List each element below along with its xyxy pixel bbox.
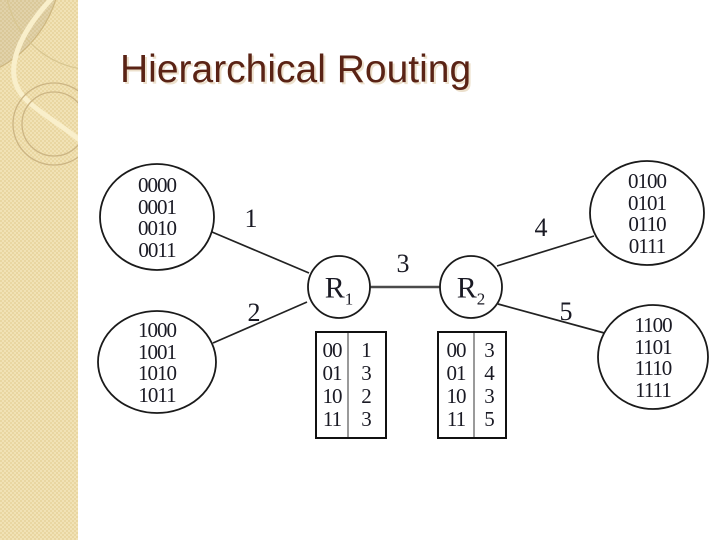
decor-ring-outer — [12, 82, 78, 166]
network-addresses-top-right: 0100 0101 0110 0111 — [590, 169, 704, 258]
link-label-3: 3 — [396, 249, 410, 278]
router-label-r2: R2 — [456, 271, 486, 309]
port-cell: 4 — [484, 361, 495, 385]
table-row: 11 3 — [317, 407, 385, 431]
address: 0111 — [628, 233, 666, 258]
router-label-r1: R1 — [324, 271, 354, 309]
prefix-cell: 00 — [446, 338, 467, 362]
router-circle-r2 — [439, 255, 503, 319]
routing-table-r2: 00 3 01 4 10 3 11 5 — [437, 331, 507, 439]
prefix-cell: 11 — [322, 407, 342, 431]
address: 0000 — [138, 173, 177, 197]
network-ellipse-bottom-left — [97, 310, 217, 414]
address: 1100 — [634, 313, 672, 337]
address: 1110 — [634, 356, 672, 380]
prefix-cell: 01 — [446, 361, 467, 385]
address: 0101 — [628, 190, 667, 215]
table-row: 00 1 — [317, 338, 385, 362]
table-divider — [347, 333, 349, 437]
port-cell: 3 — [361, 407, 372, 431]
link-label-5: 5 — [559, 297, 573, 326]
decor-cream-arc — [11, 0, 78, 143]
port-cell: 3 — [484, 384, 495, 408]
network-ellipse-top-right — [589, 160, 705, 266]
link-line-5 — [497, 303, 609, 335]
sidebar-circles-art — [0, 0, 78, 166]
network-addresses-top-left: 0000 0001 0010 0011 — [100, 173, 214, 262]
router-subscript: 2 — [476, 289, 486, 309]
address: 0100 — [628, 169, 667, 193]
table-row: 00 3 — [439, 338, 505, 362]
table-row: 10 3 — [439, 384, 505, 408]
address: 1011 — [138, 382, 176, 407]
address: 1111 — [635, 377, 672, 402]
address: 0001 — [138, 194, 177, 219]
port-cell: 2 — [361, 384, 372, 408]
table-divider — [473, 333, 475, 437]
router-circle-r1 — [307, 255, 371, 319]
table-row: 11 5 — [439, 407, 505, 431]
port-cell: 3 — [361, 361, 372, 385]
router-name: R — [324, 271, 345, 305]
address: 1010 — [138, 361, 177, 385]
routing-table-r1: 00 1 01 3 10 2 11 3 — [315, 331, 387, 439]
prefix-cell: 10 — [322, 384, 343, 408]
network-addresses-bottom-left: 1000 1001 1010 1011 — [100, 318, 214, 407]
table-row: 01 3 — [317, 361, 385, 385]
router-subscript: 1 — [344, 289, 354, 309]
port-cell: 1 — [361, 338, 372, 362]
prefix-cell: 11 — [446, 407, 466, 431]
port-cell: 3 — [484, 338, 495, 362]
decor-ring-inner — [21, 91, 78, 157]
prefix-cell: 00 — [322, 338, 343, 362]
link-line-1 — [211, 231, 310, 274]
address: 1001 — [138, 339, 177, 364]
prefix-cell: 01 — [322, 361, 343, 385]
link-label-4: 4 — [534, 213, 548, 242]
link-line-4 — [496, 235, 595, 267]
link-label-1: 1 — [244, 204, 258, 233]
address: 1101 — [634, 334, 672, 359]
network-addresses-bottom-right: 1100 1101 1110 1111 — [596, 313, 710, 402]
port-cell: 5 — [484, 407, 495, 431]
router-name: R — [456, 271, 477, 305]
table-row: 01 4 — [439, 361, 505, 385]
link-line-2 — [212, 301, 308, 344]
address: 0010 — [138, 216, 177, 240]
slide-title: Hierarchical Routing — [120, 48, 472, 91]
address: 0011 — [138, 237, 176, 262]
network-ellipse-bottom-right — [597, 304, 709, 410]
address: 0110 — [628, 212, 666, 236]
table-row: 10 2 — [317, 384, 385, 408]
link-label-2: 2 — [247, 298, 261, 327]
address: 1000 — [138, 318, 177, 342]
sidebar-decoration — [0, 0, 78, 540]
prefix-cell: 10 — [446, 384, 467, 408]
network-ellipse-top-left — [99, 163, 215, 271]
